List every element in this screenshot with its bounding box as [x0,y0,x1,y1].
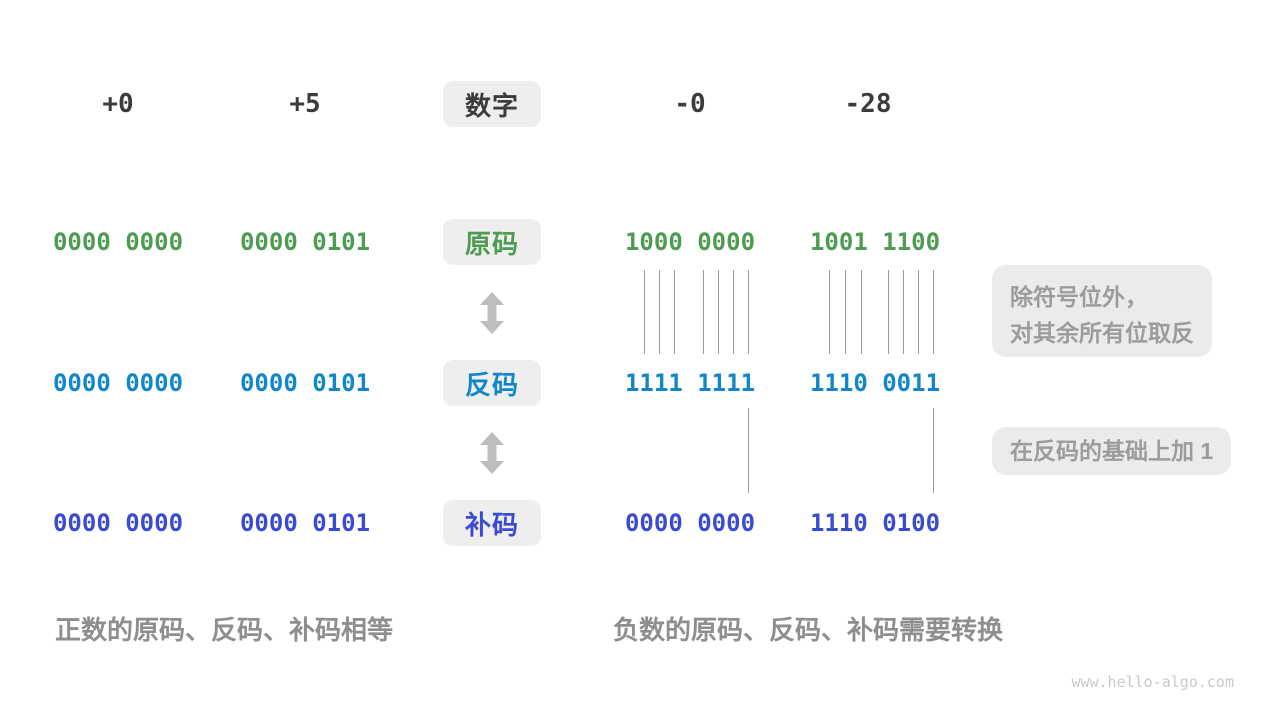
header-number-neg0: -0 [674,89,706,119]
twos-complement-pos5: 0000 0101 [239,509,371,537]
flip-rule-note: 除符号位外， 对其余所有位取反 [992,265,1212,357]
ones-complement-pos0: 0000 0000 [52,369,184,397]
sign-magnitude-label: 原码 [464,228,519,259]
ones-complement-label-box: 反码 [443,360,541,406]
twos-complement-label-box: 补码 [443,500,541,546]
header-number-pos0: +0 [102,89,134,119]
ones-complement-neg28: 1110 0011 [809,369,941,397]
flip-rule-line2: 对其余所有位取反 [1010,320,1194,346]
header-label-box: 数字 [443,81,541,127]
sign-magnitude-neg0: 1000 0000 [624,228,756,256]
sign-magnitude-pos0: 0000 0000 [52,228,184,256]
sign-magnitude-pos5: 0000 0101 [239,228,371,256]
header-number-neg28: -28 [844,89,892,119]
ones-complement-neg0: 1111 1111 [624,369,756,397]
positive-caption: 正数的原码、反码、补码相等 [55,615,394,645]
carry-line-neg0 [748,408,749,493]
twos-complement-neg28: 1110 0100 [809,509,941,537]
watermark-url: www.hello-algo.com [1071,673,1234,691]
ones-complement-pos5: 0000 0101 [239,369,371,397]
add-one-rule-text: 在反码的基础上加 1 [1010,438,1214,464]
double-arrow-icon [480,432,504,474]
twos-complement-pos0: 0000 0000 [52,509,184,537]
flip-rule-line1: 除符号位外， [1010,284,1148,310]
header-number-pos5: +5 [289,89,321,119]
twos-complement-neg0: 0000 0000 [624,509,756,537]
ones-complement-label: 反码 [464,369,519,400]
sign-magnitude-neg28: 1001 1100 [809,228,941,256]
sign-magnitude-label-box: 原码 [443,219,541,265]
twos-complement-label: 补码 [464,509,519,540]
double-arrow-icon [480,292,504,334]
add-one-rule-note: 在反码的基础上加 1 [992,427,1232,475]
negative-caption: 负数的原码、反码、补码需要转换 [613,615,1004,645]
header-label: 数字 [464,90,519,121]
carry-line-neg28 [933,408,934,493]
